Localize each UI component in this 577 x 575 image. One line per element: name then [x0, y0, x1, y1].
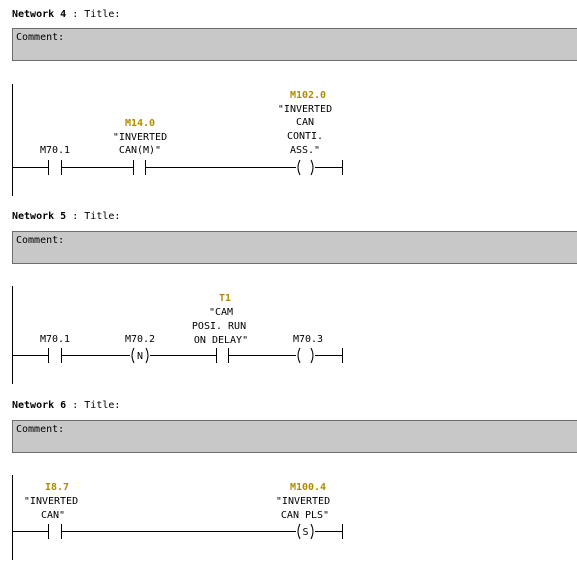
network-4-comment[interactable]: Comment:	[12, 28, 577, 61]
coil-m102-0-address: M102.0	[290, 90, 326, 101]
contact-t1-symbol-line2: POSI. RUN	[192, 321, 246, 332]
contact-m14-0-symbol-line2: CAN(M)"	[119, 145, 161, 156]
contact-t1[interactable]: T1 "CAM POSI. RUN ON DELAY"	[192, 293, 248, 363]
network-4-ladder: M70.1 M14.0 "INVERTED CAN(M)" M102.0 "IN…	[12, 84, 343, 196]
network-4-label: Network 4	[12, 9, 67, 20]
coil-m102-0-symbol-line3: CONTI.	[287, 131, 323, 142]
set-coil-m100-4-address: M100.4	[290, 482, 326, 493]
network-5-comment-label: Comment:	[16, 235, 65, 246]
set-coil-m100-4[interactable]: S M100.4 "INVERTED CAN PLS"	[276, 482, 330, 540]
set-coil-m100-4-symbol-line1: "INVERTED	[276, 496, 330, 507]
network-4-title[interactable]: Title:	[84, 9, 121, 20]
coil-m102-0[interactable]: M102.0 "INVERTED CAN CONTI. ASS."	[278, 90, 332, 176]
contact-t1-symbol-line1: "CAM	[209, 307, 233, 318]
network-5-label: Network 5	[12, 211, 67, 222]
contact-i8-7-symbol-line1: "INVERTED	[24, 496, 78, 507]
negative-edge-m70-2-symbol: M70.2	[125, 334, 155, 345]
contact-t1-address: T1	[219, 293, 231, 304]
network-4-sep: :	[72, 9, 79, 20]
contact-m70-1[interactable]: M70.1	[40, 145, 70, 175]
network-4-comment-label: Comment:	[16, 32, 65, 43]
coil-m102-0-symbol-line2: CAN	[296, 117, 314, 128]
network-5-title[interactable]: Title:	[84, 211, 121, 222]
network-6-header[interactable]: Network 6 : Title:	[12, 400, 120, 411]
contact-m70-1-symbol: M70.1	[40, 145, 70, 156]
network-6-comment-label: Comment:	[16, 424, 65, 435]
contact-t1-symbol-line3: ON DELAY"	[194, 335, 248, 346]
contact-m70-1-symbol: M70.1	[40, 334, 70, 345]
coil-m70-3-symbol: M70.3	[293, 334, 323, 345]
contact-m14-0-symbol-line1: "INVERTED	[113, 132, 167, 143]
coil-m102-0-symbol-line4: ASS."	[290, 145, 320, 156]
contact-i8-7[interactable]: I8.7 "INVERTED CAN"	[24, 482, 78, 539]
network-6-comment[interactable]: Comment:	[12, 420, 577, 453]
network-5-header[interactable]: Network 5 : Title:	[12, 211, 120, 222]
set-coil-m100-4-symbol-line2: CAN PLS"	[281, 510, 329, 521]
network-5-sep: :	[72, 211, 79, 222]
network-6-label: Network 6	[12, 400, 67, 411]
network-6-sep: :	[72, 400, 79, 411]
network-6-ladder: I8.7 "INVERTED CAN" S M100.4 "INVERTED C…	[12, 475, 343, 560]
set-coil-glyph: S	[302, 527, 308, 538]
negative-edge-glyph: N	[137, 351, 143, 362]
contact-m70-1[interactable]: M70.1	[40, 334, 70, 363]
contact-i8-7-address: I8.7	[45, 482, 69, 493]
coil-m70-3[interactable]: M70.3	[293, 334, 323, 364]
contact-i8-7-symbol-line2: CAN"	[41, 510, 65, 521]
network-4-header[interactable]: Network 4 : Title:	[12, 9, 120, 20]
network-6-title[interactable]: Title:	[84, 400, 121, 411]
coil-m102-0-symbol-line1: "INVERTED	[278, 104, 332, 115]
contact-m14-0-address: M14.0	[125, 118, 155, 129]
network-5-ladder: M70.1 N M70.2 T1 "CAM POSI. RUN ON DELAY…	[12, 286, 343, 384]
contact-m14-0[interactable]: M14.0 "INVERTED CAN(M)"	[113, 118, 167, 175]
negative-edge-m70-2[interactable]: N M70.2	[125, 334, 155, 364]
network-5-comment[interactable]: Comment:	[12, 231, 577, 264]
